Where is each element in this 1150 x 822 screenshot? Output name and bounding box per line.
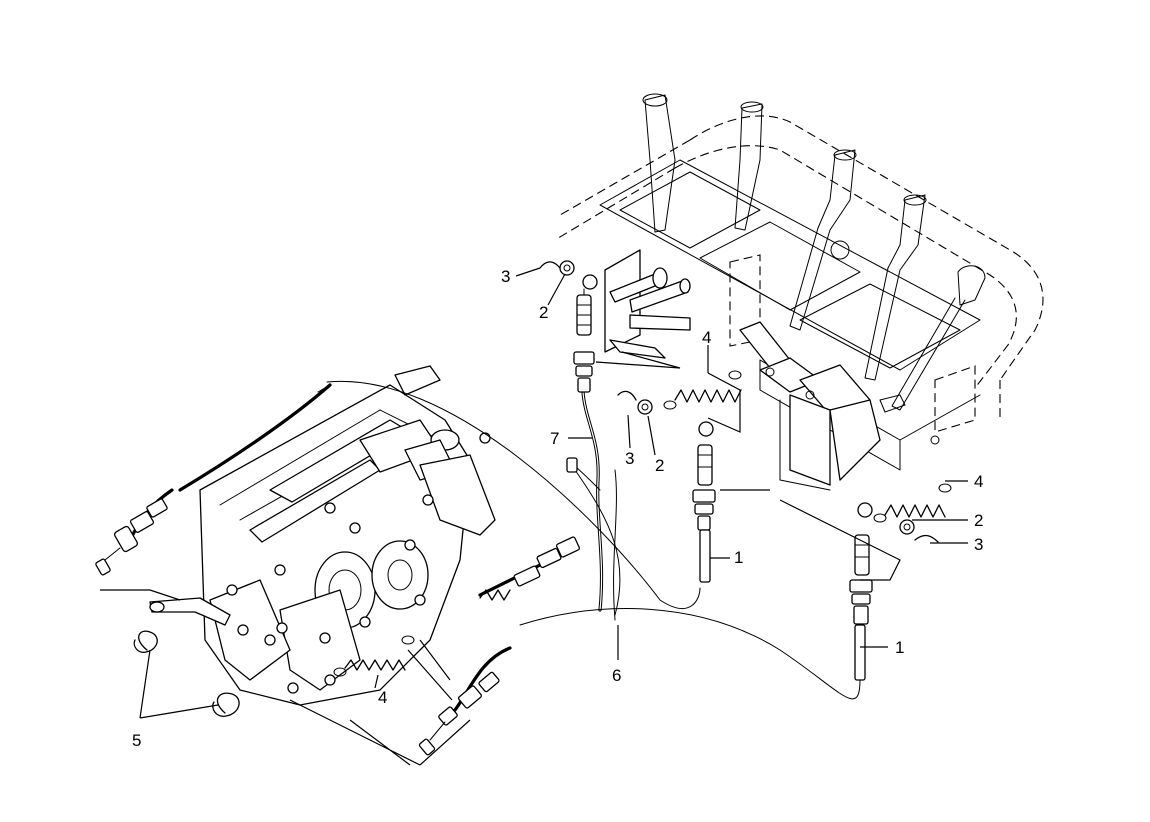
transmission-housing bbox=[149, 365, 496, 706]
cable-fittings bbox=[95, 274, 873, 756]
callout-2-right: 2 bbox=[974, 511, 983, 530]
springs bbox=[333, 370, 952, 677]
callout-4-upper: 4 bbox=[702, 328, 711, 347]
callout-2-upper-left: 2 bbox=[539, 303, 548, 322]
callout-1-middle: 1 bbox=[734, 548, 743, 567]
callout-3-middle: 3 bbox=[625, 449, 634, 468]
operator-frame bbox=[554, 93, 1044, 491]
washers-and-pins bbox=[133, 260, 939, 717]
callout-3-right: 3 bbox=[974, 535, 983, 554]
callout-4-right: 4 bbox=[974, 472, 983, 491]
callout-7: 7 bbox=[550, 429, 559, 448]
callout-5: 5 bbox=[132, 731, 141, 750]
callout-3-upper-left: 3 bbox=[501, 267, 510, 286]
callout-4-lower: 4 bbox=[378, 688, 387, 707]
callout-1-right: 1 bbox=[895, 638, 904, 657]
callout-6: 6 bbox=[612, 666, 621, 685]
callout-labels: 3 2 4 7 3 2 1 4 2 3 1 6 4 5 bbox=[132, 267, 983, 750]
callout-2-middle: 2 bbox=[655, 456, 664, 475]
leader-lines bbox=[100, 267, 968, 766]
